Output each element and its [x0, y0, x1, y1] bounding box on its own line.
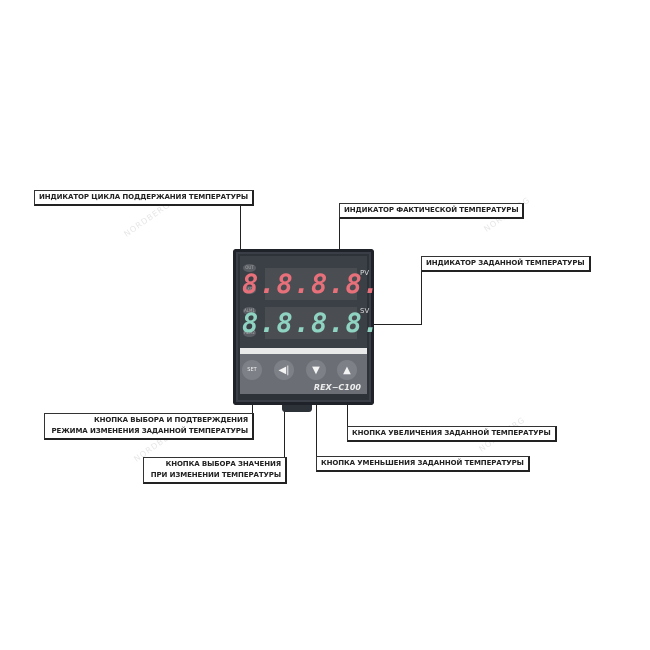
- down-button[interactable]: ▼: [306, 360, 326, 380]
- pv-label: PV: [360, 269, 370, 277]
- leader-line: [421, 268, 422, 325]
- leader-line: [352, 324, 422, 325]
- set-button[interactable]: SET: [242, 360, 262, 380]
- label-line: ПРИ ИЗМЕНЕНИИ ТЕМПЕРАТУРЫ: [150, 471, 281, 479]
- leader-line: [316, 380, 317, 472]
- label-line: РЕЖИМА ИЗМЕНЕНИЯ ЗАДАННОЙ ТЕМПЕРАТУРЫ: [51, 427, 249, 435]
- sv-label: SV: [360, 307, 370, 315]
- label-actual-temp-indicator: ИНДИКАТОР ФАКТИЧЕСКОЙ ТЕМПЕРАТУРЫ: [339, 203, 525, 219]
- label-up-button: КНОПКА УВЕЛИЧЕНИЯ ЗАДАННОЙ ТЕМПЕРАТУРЫ: [347, 426, 557, 442]
- device-mount: [282, 405, 312, 412]
- divider-strip: [240, 348, 367, 354]
- label-line: КНОПКА ВЫБОРА ЗНАЧЕНИЯ: [165, 460, 282, 468]
- pv-display: 8.8.8.8.: [241, 268, 381, 300]
- leader-line: [240, 200, 241, 273]
- label-down-button: КНОПКА УМЕНЬШЕНИЯ ЗАДАННОЙ ТЕМПЕРАТУРЫ: [316, 456, 530, 472]
- model-label: REX−C100: [313, 383, 361, 392]
- led-alm1: ALM1: [243, 307, 256, 315]
- label-cycle-indicator: ИНДИКАТОР ЦИКЛА ПОДДЕРЖАНИЯ ТЕМПЕРАТУРЫ: [34, 190, 255, 206]
- label-set-temp-indicator: ИНДИКАТОР ЗАДАННОЙ ТЕМПЕРАТУРЫ: [421, 256, 591, 272]
- label-shift-button: КНОПКА ВЫБОРА ЗНАЧЕНИЯ ПРИ ИЗМЕНЕНИИ ТЕМ…: [143, 457, 287, 484]
- watermark: NORDBERG: [122, 200, 172, 239]
- led-out: OUT: [243, 264, 256, 272]
- display-panel: OUT AT ALM1 ALM2 8.8.8.8. 8.8.8.8. PV SV: [240, 256, 381, 348]
- keypad: SET ◀| ▼ ▲ REX−C100: [240, 354, 367, 394]
- label-set-button: КНОПКА ВЫБОРА И ПОДТВЕРЖДЕНИЯ РЕЖИМА ИЗМ…: [44, 413, 254, 440]
- led-at: AT: [243, 286, 256, 294]
- temperature-controller: OUT AT ALM1 ALM2 8.8.8.8. 8.8.8.8. PV SV…: [233, 249, 381, 405]
- leader-line: [284, 380, 285, 470]
- label-line: КНОПКА ВЫБОРА И ПОДТВЕРЖДЕНИЯ: [94, 416, 248, 424]
- shift-button[interactable]: ◀|: [274, 360, 294, 380]
- leader-line: [347, 380, 348, 430]
- sv-display: 8.8.8.8.: [241, 307, 381, 339]
- up-button[interactable]: ▲: [337, 360, 357, 380]
- led-alm2: ALM2: [243, 329, 256, 337]
- leader-line: [339, 213, 340, 271]
